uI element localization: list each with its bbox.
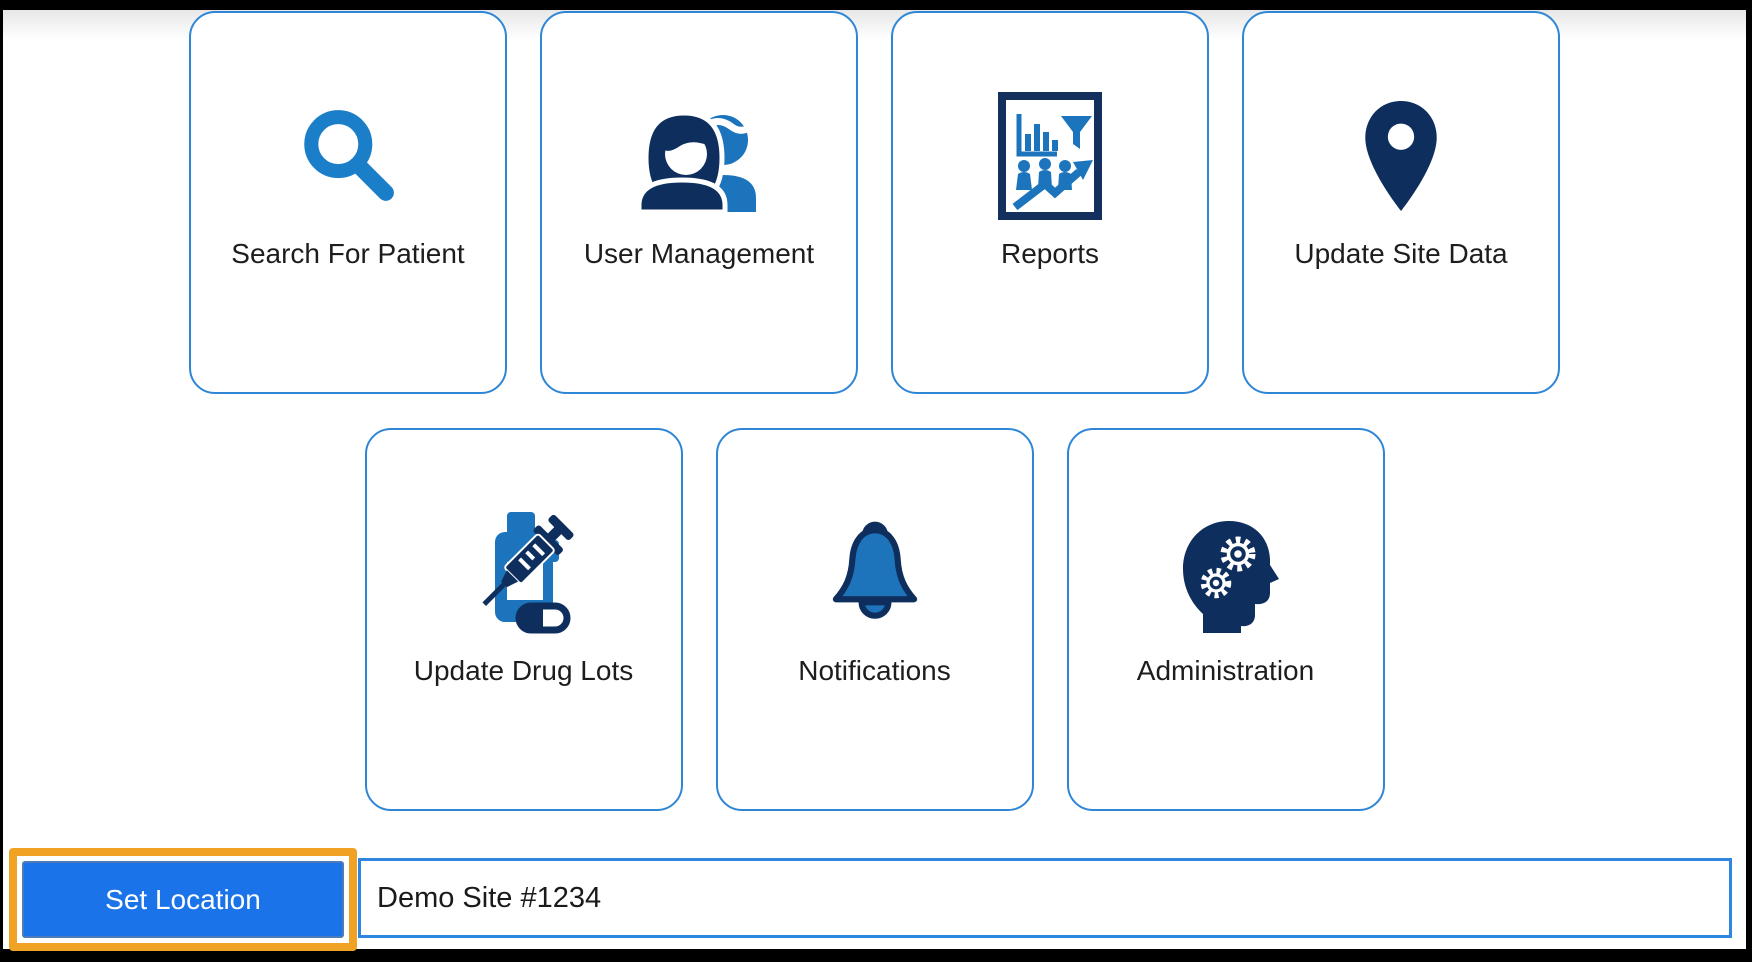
tile-row-1: Search For Patient User Management [3, 11, 1746, 394]
tile-label: Search For Patient [231, 238, 465, 269]
main-content: Search For Patient User Management [3, 10, 1746, 951]
tile-update-drug-lots[interactable]: Update Drug Lots [364, 428, 683, 811]
tile-label: Administration [1136, 655, 1315, 686]
head-gears-icon [1069, 508, 1383, 638]
reports-icon [893, 91, 1207, 221]
map-pin-icon [1244, 91, 1558, 221]
tile-row-2: Update Drug Lots Notifications [3, 428, 1746, 811]
tile-notifications[interactable]: Notifications [715, 428, 1034, 811]
tile-reports[interactable]: Reports [891, 11, 1209, 394]
location-field[interactable] [358, 858, 1732, 938]
bell-icon [718, 508, 1032, 638]
tile-label: User Management [583, 238, 815, 269]
annotation-highlight-box: Set Location [9, 848, 357, 951]
tile-label: Update Site Data [1294, 238, 1508, 269]
set-location-button[interactable]: Set Location [22, 861, 344, 938]
tile-search-for-patient[interactable]: Search For Patient [189, 11, 507, 394]
users-icon [542, 91, 856, 221]
search-icon [191, 91, 505, 221]
tile-label: Notifications [798, 655, 951, 686]
tile-user-management[interactable]: User Management [540, 11, 858, 394]
tile-label: Reports [1000, 238, 1100, 269]
tile-administration[interactable]: Administration [1066, 428, 1385, 811]
tile-update-site-data[interactable]: Update Site Data [1242, 11, 1560, 394]
syringe-bottle-icon [367, 508, 681, 638]
tile-label: Update Drug Lots [413, 655, 634, 686]
